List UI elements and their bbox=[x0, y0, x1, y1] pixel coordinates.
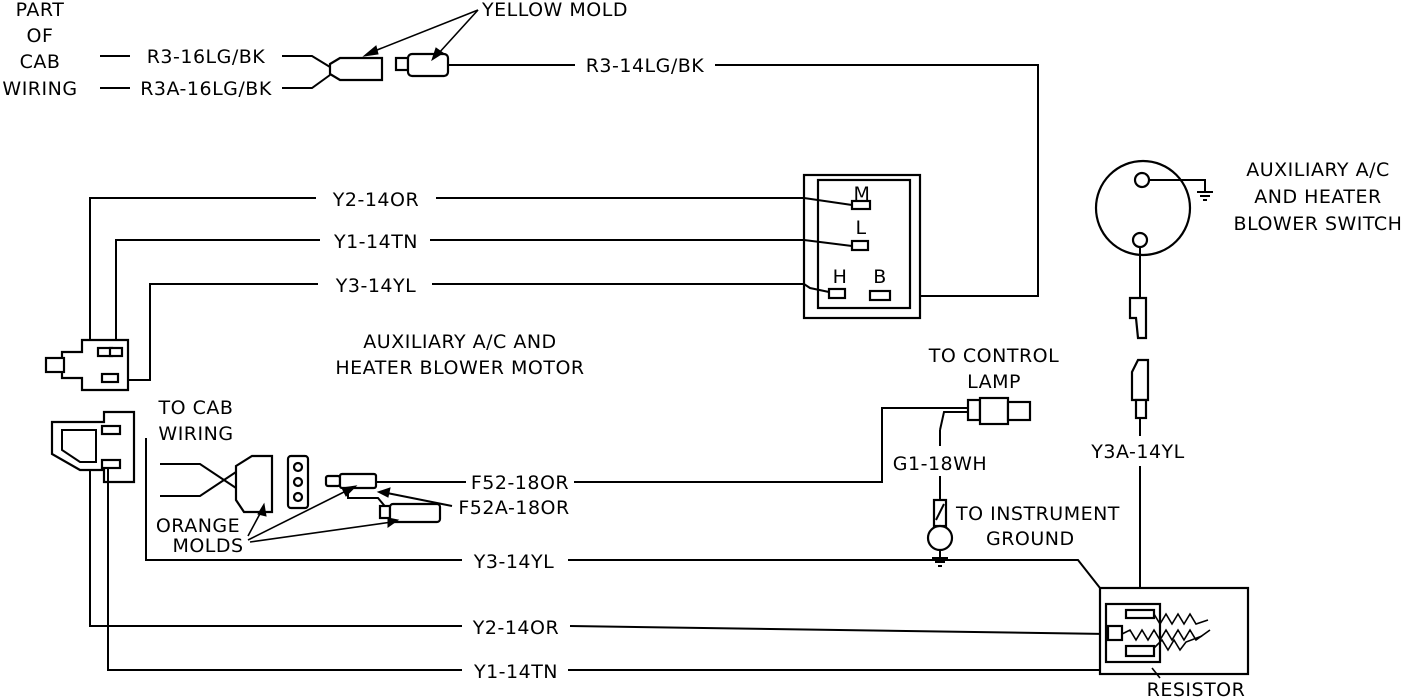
wire-y1-14tn-motor bbox=[115, 239, 853, 348]
to-instrument-ground-line-2: GROUND bbox=[986, 528, 1075, 550]
terminal-m-label: M bbox=[854, 183, 871, 205]
wire-r3-16lgbk bbox=[100, 55, 331, 68]
wire-r3a-16lgbk bbox=[100, 74, 331, 89]
arrow-head-icon bbox=[387, 517, 400, 528]
motor-title-line-2: HEATER BLOWER MOTOR bbox=[335, 357, 584, 379]
blower-switch bbox=[1094, 159, 1213, 257]
ground-icon bbox=[932, 550, 948, 567]
wire-y2-14or-resistor bbox=[89, 470, 1109, 635]
svg-text:PART: PART bbox=[16, 0, 65, 21]
wire-f52-18or bbox=[376, 407, 968, 483]
cab-wiring-connector bbox=[50, 410, 136, 484]
arrow-head-icon bbox=[431, 47, 444, 62]
orange-molds-arrow-2 bbox=[247, 489, 349, 541]
yellow-mold-label: YELLOW MOLD bbox=[481, 0, 628, 21]
switch-title-line-3: BLOWER SWITCH bbox=[1234, 213, 1403, 235]
svg-text:CAB: CAB bbox=[20, 51, 61, 73]
orange-mold-connector bbox=[160, 454, 274, 514]
wire-label-y1-motor: Y1-14TN bbox=[333, 231, 418, 253]
wire-r3-14lgbk bbox=[462, 64, 1039, 297]
yellow-mold-connector bbox=[328, 56, 384, 82]
part-of-cab-wiring-label: PART OF CAB WIRING bbox=[2, 0, 77, 100]
wire-label-y2-motor: Y2-14OR bbox=[332, 189, 419, 211]
blower-motor-terminal-block: M L H B bbox=[802, 173, 922, 320]
wire-label-y3-resistor: Y3-14YL bbox=[473, 551, 554, 573]
wire-label-y3a: Y3A-14YL bbox=[1090, 441, 1185, 463]
wire-label-r3-14lgbk: R3-14LG/BK bbox=[586, 55, 705, 77]
orange-mold-socket-strip bbox=[286, 454, 310, 510]
resistor-coil-icon bbox=[1153, 612, 1209, 626]
switch-title-line-2: AND HEATER bbox=[1254, 186, 1382, 208]
to-control-lamp-line-1: TO CONTROL bbox=[928, 345, 1059, 367]
instrument-ground-lug bbox=[926, 498, 954, 567]
yellow-mold-plug bbox=[394, 52, 462, 78]
terminal-b-label: B bbox=[873, 266, 887, 288]
terminal-h-label: H bbox=[833, 266, 848, 288]
terminal-l-label: L bbox=[855, 217, 866, 239]
yellow-mold-arrow-2 bbox=[437, 9, 479, 55]
to-control-lamp-line-2: LAMP bbox=[967, 371, 1021, 393]
wire-label-y2-resistor: Y2-14OR bbox=[472, 617, 559, 639]
svg-text:WIRING: WIRING bbox=[2, 78, 77, 100]
wire-label-f52: F52-18OR bbox=[471, 472, 569, 494]
to-cab-wiring-line-1: TO CAB bbox=[158, 397, 234, 419]
wire-label-g1: G1-18WH bbox=[893, 453, 987, 475]
switch-connector-lower bbox=[1130, 358, 1150, 420]
resistor-label: RESISTOR bbox=[1147, 679, 1246, 700]
wire-y3-14yl-motor bbox=[124, 283, 830, 381]
wire-y2-14or-motor bbox=[89, 197, 853, 349]
orange-molds-arrow-3 bbox=[249, 521, 393, 543]
wire-label-y3-motor: Y3-14YL bbox=[335, 275, 416, 297]
svg-text:OF: OF bbox=[27, 25, 54, 47]
control-lamp-socket bbox=[939, 396, 1032, 431]
wire-label-f52a: F52A-18OR bbox=[458, 497, 569, 519]
yellow-mold-arrow-1 bbox=[371, 9, 479, 53]
to-instrument-ground-line-1: TO INSTRUMENT bbox=[955, 503, 1120, 525]
resistor-block bbox=[1098, 586, 1250, 676]
ground-icon bbox=[1197, 191, 1213, 201]
arrow-head-icon bbox=[257, 502, 267, 517]
motor-title-line-1: AUXILIARY A/C AND bbox=[363, 331, 556, 353]
to-cab-wiring-line-2: WIRING bbox=[158, 423, 233, 445]
switch-title-line-1: AUXILIARY A/C bbox=[1246, 159, 1390, 181]
wire-label-r3-16lgbk: R3-16LG/BK bbox=[147, 46, 266, 68]
arrow-head-icon bbox=[362, 45, 379, 57]
switch-connector-upper bbox=[1128, 296, 1148, 340]
orange-molds-line-1: ORANGE bbox=[156, 515, 240, 537]
resistor-leader bbox=[1151, 667, 1161, 679]
wire-label-r3a-16lgbk: R3A-16LG/BK bbox=[140, 78, 272, 100]
arrow-head-icon bbox=[341, 485, 358, 497]
orange-mold-plugs bbox=[324, 472, 442, 524]
wire-label-y1-resistor: Y1-14TN bbox=[473, 661, 558, 683]
wire-f52a-18or bbox=[381, 491, 453, 507]
orange-molds-line-2: MOLDS bbox=[172, 535, 243, 557]
motor-harness-connector bbox=[44, 338, 130, 392]
arrow-head-icon bbox=[376, 487, 391, 498]
